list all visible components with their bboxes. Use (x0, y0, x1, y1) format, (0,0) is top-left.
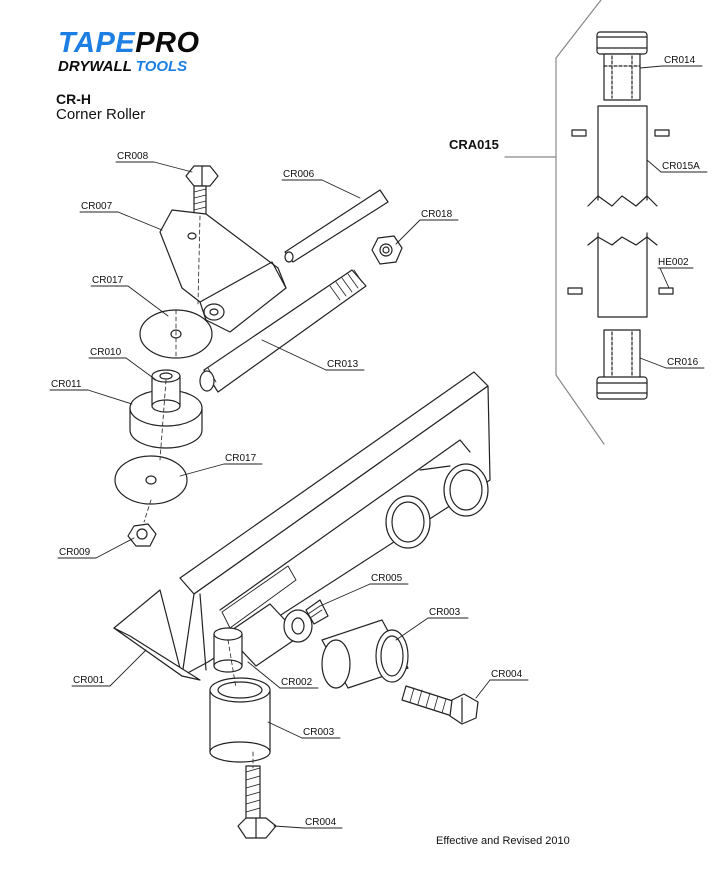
part-cr008-bolt (185, 165, 219, 217)
part-cr003-roller-right (321, 619, 409, 689)
model-code: CR-H (56, 91, 91, 107)
label-cr003-lower: CR003 (303, 727, 335, 738)
part-cr015a-tube-upper (571, 105, 670, 207)
brand-word-tape: TAPE (58, 27, 136, 59)
part-cr007-bracket (159, 209, 287, 333)
label-cr002: CR002 (281, 677, 313, 688)
label-cr005: CR005 (371, 573, 403, 584)
label-cr004-lower: CR004 (305, 817, 337, 828)
label-cr008: CR008 (117, 151, 149, 162)
label-cr003-right: CR003 (429, 607, 461, 618)
brand-subtitle: DRYWALL TOOLS (58, 58, 187, 75)
assembly-axis-lines (143, 215, 254, 769)
label-cr006: CR006 (283, 169, 315, 180)
part-cr004-bolt-right (401, 685, 479, 725)
label-cr018: CR018 (421, 209, 453, 220)
part-cr005-setscrew (305, 599, 329, 625)
brand-logo: TAPEPRO (58, 28, 200, 58)
label-cr016: CR016 (667, 357, 699, 368)
label-cr014: CR014 (664, 55, 696, 66)
label-cr004-right: CR004 (491, 669, 523, 680)
brand-sub-drywall: DRYWALL (58, 58, 132, 75)
label-cr007: CR007 (81, 201, 113, 212)
part-cr004-bolt-lower (237, 765, 277, 839)
part-cr010-spacer (151, 369, 181, 413)
inset-border (555, 0, 605, 445)
part-cr018-nut (371, 235, 403, 265)
part-cr015a-tube-lower (567, 232, 674, 318)
inset-leaders (639, 65, 708, 369)
label-cr010: CR010 (90, 347, 122, 358)
part-cr009-nut (127, 523, 157, 547)
label-cr009: CR009 (59, 547, 91, 558)
part-cr003-roller-lower (209, 677, 271, 763)
label-cr013: CR013 (327, 359, 359, 370)
label-cr011: CR011 (51, 379, 82, 390)
assembly-code: CRA015 (449, 137, 499, 152)
part-cr002-axle (213, 603, 313, 673)
revision-note: Effective and Revised 2010 (436, 835, 570, 847)
label-he002: HE002 (658, 257, 689, 268)
part-cr006-pin (284, 189, 389, 263)
part-labels: CR008 CR006 CR007 CR018 CR017 CR010 CR01… (51, 151, 523, 828)
model-name: Corner Roller (56, 106, 146, 123)
label-cr017-upper: CR017 (92, 275, 124, 286)
part-cr014-cap (596, 31, 648, 101)
part-cr001-body (113, 371, 491, 681)
leader-lines (49, 161, 529, 829)
part-cr013-axle (199, 269, 367, 393)
brand-sub-tools: TOOLS (135, 58, 188, 75)
inset-panel: CRA015 (449, 0, 708, 445)
label-cr017-lower: CR017 (225, 453, 257, 464)
label-cr001: CR001 (73, 675, 105, 686)
label-cr015a: CR015A (662, 161, 700, 172)
part-cr016-cap (596, 329, 648, 400)
brand-word-pro: PRO (135, 27, 200, 59)
part-cr017-washer-lower (114, 455, 188, 505)
